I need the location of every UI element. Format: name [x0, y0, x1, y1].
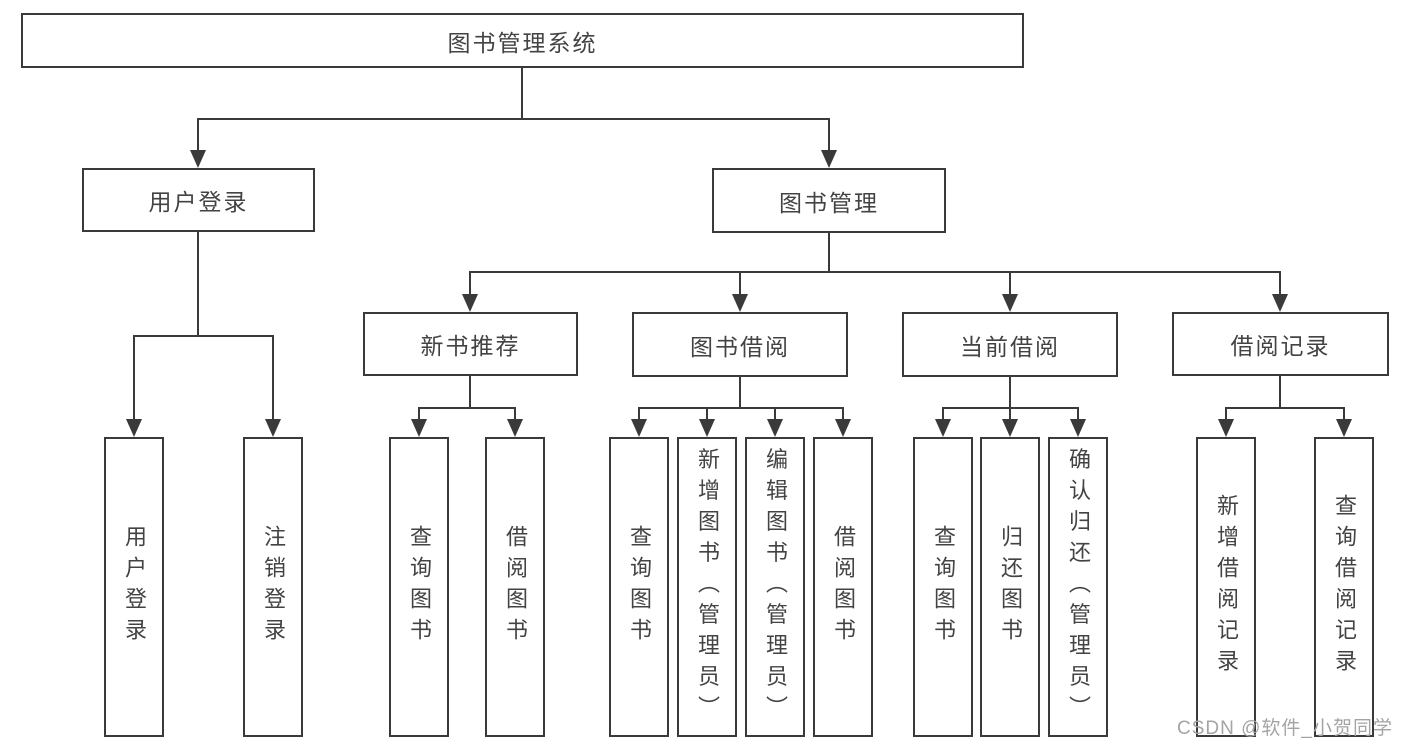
leaf-bb-borrow-book: 借阅图书 [813, 437, 873, 737]
connector-nb-query-stem [418, 407, 420, 421]
connector-user-login-down [197, 232, 199, 335]
node-book-borrow: 图书借阅 [632, 312, 848, 377]
arrow-down-icon [1218, 419, 1234, 437]
leaf-bb-borrow-book-label: 借阅图书 [831, 525, 856, 649]
arrow-down-icon [767, 419, 783, 437]
leaf-br-add-record: 新增借阅记录 [1196, 437, 1256, 737]
arrow-down-icon [507, 419, 523, 437]
leaf-bb-add-book-label: 新增图书（管理员） [695, 447, 720, 727]
connector-bb-rail [639, 407, 843, 409]
leaf-cb-query-book: 查询图书 [913, 437, 973, 737]
leaf-cb-return-book: 归还图书 [980, 437, 1040, 737]
connector-cb-query-stem [942, 407, 944, 421]
arrow-down-icon [265, 419, 281, 437]
leaf-nb-query-book: 查询图书 [389, 437, 449, 737]
connector-bb-down [739, 377, 741, 407]
connector-book-management-down [828, 233, 830, 271]
connector-user-login-stem [197, 118, 199, 152]
connector-cb-down [1009, 377, 1011, 407]
node-book-borrow-label: 图书借阅 [690, 333, 790, 360]
connector-level3-rail [470, 271, 1281, 273]
leaf-cb-confirm-return: 确认归还（管理员） [1048, 437, 1108, 737]
arrow-down-icon [126, 419, 142, 437]
leaf-cb-confirm-return-label: 确认归还（管理员） [1066, 447, 1091, 727]
arrow-down-icon [1002, 294, 1018, 312]
leaf-cb-query-book-label: 查询图书 [931, 525, 956, 649]
connector-bb-query-stem [638, 407, 640, 421]
leaf-user-login: 用户登录 [104, 437, 164, 737]
arrow-down-icon [1336, 419, 1352, 437]
arrow-down-icon [1272, 294, 1288, 312]
leaf-cb-return-book-label: 归还图书 [998, 525, 1023, 649]
node-current-borrow-label: 当前借阅 [960, 333, 1060, 360]
node-root-label: 图书管理系统 [447, 29, 598, 56]
connector-nb-borrow-stem [514, 407, 516, 421]
connector-br-add-stem [1225, 407, 1227, 421]
arrow-down-icon [732, 294, 748, 312]
connector-level2-rail [198, 118, 830, 120]
leaf-bb-add-book: 新增图书（管理员） [677, 437, 737, 737]
leaf-br-add-record-label: 新增借阅记录 [1214, 494, 1239, 680]
arrow-down-icon [190, 150, 206, 168]
arrow-down-icon [462, 294, 478, 312]
connector-bb-borrow-stem [842, 407, 844, 421]
arrow-down-icon [1002, 419, 1018, 437]
leaf-br-query-record: 查询借阅记录 [1314, 437, 1374, 737]
csdn-watermark: CSDN @软件_小贺同学 [1177, 718, 1393, 739]
leaf-bb-edit-book: 编辑图书（管理员） [745, 437, 805, 737]
arrow-down-icon [935, 419, 951, 437]
leaf-bb-query-book-label: 查询图书 [627, 525, 652, 649]
connector-br-rail [1226, 407, 1344, 409]
arrow-down-icon [835, 419, 851, 437]
node-borrow-record: 借阅记录 [1172, 312, 1389, 376]
leaf-nb-borrow-book: 借阅图书 [485, 437, 545, 737]
node-new-book-recommend-label: 新书推荐 [420, 333, 521, 359]
node-root: 图书管理系统 [21, 13, 1024, 68]
node-book-management-label: 图书管理 [779, 189, 879, 216]
connector-cb-confirm-stem [1077, 407, 1079, 421]
connector-book-management-stem [828, 118, 830, 152]
arrow-down-icon [821, 150, 837, 168]
node-book-management: 图书管理 [712, 168, 946, 233]
arrow-down-icon [1070, 419, 1086, 437]
node-user-login: 用户登录 [82, 168, 315, 232]
connector-bb-add-stem [706, 407, 708, 421]
connector-cb-return-stem [1009, 407, 1011, 421]
connector-br-down [1279, 376, 1281, 407]
connector-user-login-rail [134, 335, 274, 337]
node-new-book-recommend: 新书推荐 [363, 312, 578, 376]
connector-br-query-stem [1343, 407, 1345, 421]
connector-ul-login-stem [133, 335, 135, 421]
leaf-nb-borrow-book-label: 借阅图书 [503, 525, 528, 649]
connector-nb-down [469, 376, 471, 407]
connector-book-borrow-stem [739, 271, 741, 296]
connector-bb-edit-stem [774, 407, 776, 421]
connector-ul-logout-stem [272, 335, 274, 421]
arrow-down-icon [411, 419, 427, 437]
arrow-down-icon [631, 419, 647, 437]
leaf-bb-query-book: 查询图书 [609, 437, 669, 737]
connector-borrow-record-stem [1279, 271, 1281, 296]
connector-root-stem [521, 68, 523, 118]
leaf-bb-edit-book-label: 编辑图书（管理员） [763, 447, 788, 727]
node-current-borrow: 当前借阅 [902, 312, 1118, 377]
leaf-nb-query-book-label: 查询图书 [407, 525, 432, 649]
connector-new-book-stem [469, 271, 471, 296]
leaf-user-login-label: 用户登录 [122, 525, 147, 649]
node-user-login-label: 用户登录 [148, 189, 249, 215]
connector-current-borrow-stem [1009, 271, 1011, 296]
arrow-down-icon [699, 419, 715, 437]
leaf-logout-label: 注销登录 [261, 525, 286, 649]
node-borrow-record-label: 借阅记录 [1230, 333, 1331, 359]
leaf-logout: 注销登录 [243, 437, 303, 737]
connector-nb-rail [419, 407, 516, 409]
leaf-br-query-record-label: 查询借阅记录 [1332, 494, 1357, 680]
